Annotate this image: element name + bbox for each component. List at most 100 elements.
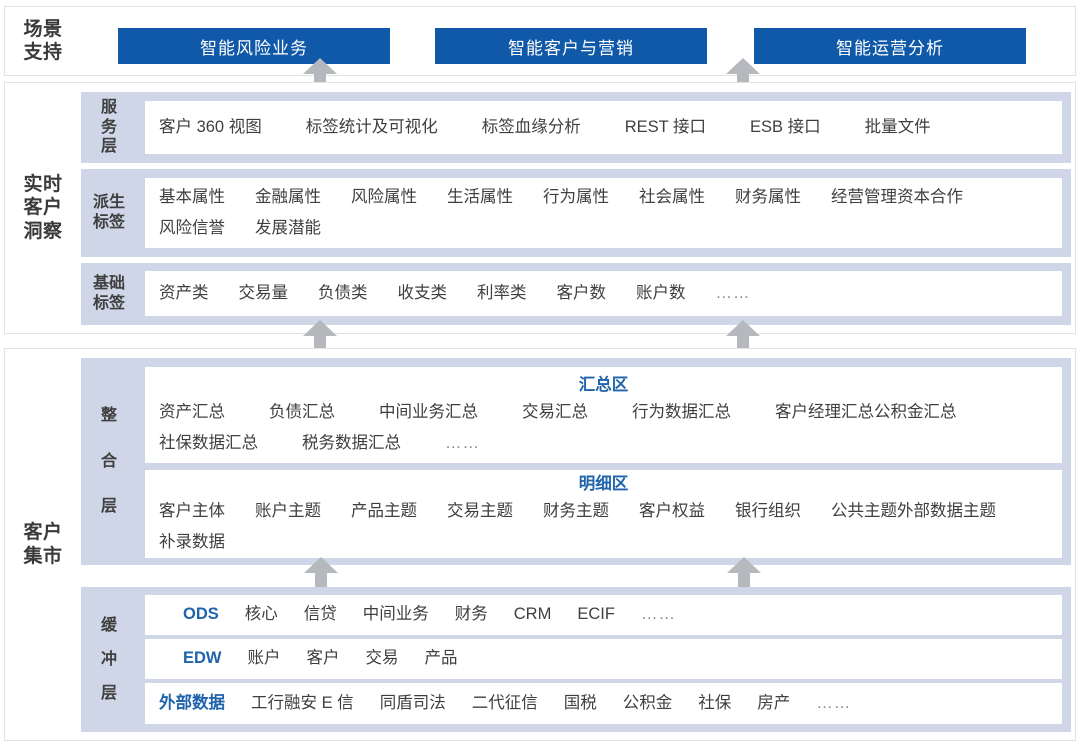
chip-ods[interactable]: ODS — [183, 605, 219, 624]
chip-transaction-subject[interactable]: 交易主题 — [447, 501, 513, 520]
arrow-up-icon — [727, 557, 761, 591]
chip-social-attribute[interactable]: 社会属性 — [639, 187, 705, 206]
integration-layer-label-char-1: 整 — [100, 407, 117, 425]
chip-asset-class[interactable]: 资产类 — [159, 283, 209, 302]
chip-life-attribute[interactable]: 生活属性 — [447, 187, 513, 206]
chip-risk-reputation[interactable]: 风险信誉 — [159, 219, 225, 237]
chip-intermediate-business[interactable]: 中间业务 — [362, 605, 429, 624]
customer-mart-section: 客户 集市 整 合 层 汇总区 资产汇总 负债汇总 中间业务汇总 交易汇总 行为… — [4, 348, 1076, 741]
group-label-scene-line-2: 支持 — [23, 42, 63, 63]
chip-edw[interactable]: EDW — [183, 649, 222, 668]
chip-transaction-summary[interactable]: 交易汇总 — [522, 402, 588, 421]
chip-crm[interactable]: CRM — [513, 605, 552, 624]
base-tag-layer-items: 资产类 交易量 负债类 收支类 利率类 客户数 账户数 …… — [145, 278, 1062, 309]
chip-tongdun-judicial[interactable]: 同盾司法 — [379, 693, 446, 712]
chip-risk-attribute[interactable]: 风险属性 — [351, 187, 417, 206]
chip-public-subject[interactable]: 公共主题 — [831, 501, 897, 520]
chip-account-count[interactable]: 账户数 — [636, 283, 686, 302]
chip-financial-attribute[interactable]: 金融属性 — [255, 187, 321, 206]
summary-zone-box: 汇总区 资产汇总 负债汇总 中间业务汇总 交易汇总 行为数据汇总 客户经理汇总 … — [145, 367, 1062, 463]
chip-supplementary-data[interactable]: 补录数据 — [159, 533, 225, 551]
service-layer-band: 服 务 层 客户 360 视图 标签统计及可视化 标签血缘分析 REST 接口 … — [81, 92, 1071, 163]
service-layer-label-char-2: 务 — [100, 118, 117, 136]
group-label-insight-line-3: 洞察 — [23, 220, 63, 242]
chip-customer[interactable]: 客户 — [306, 649, 340, 668]
buffer-row-ods-items: ODS 核心 信贷 中间业务 财务 CRM ECIF …… — [145, 599, 1062, 630]
chip-icbc-rongan-e-credit[interactable]: 工行融安 E 信 — [251, 693, 354, 712]
chip-tag-stats-visualization[interactable]: 标签统计及可视化 — [305, 117, 438, 136]
chip-rest-interface[interactable]: REST 接口 — [624, 117, 706, 136]
chip-liability-summary[interactable]: 负债汇总 — [269, 402, 335, 421]
chip-liability-class[interactable]: 负债类 — [318, 283, 368, 302]
chip-growth-potential[interactable]: 发展潜能 — [255, 219, 321, 237]
scene-button-customer-marketing[interactable]: 智能客户与营销 — [435, 28, 707, 64]
detail-zone-box: 明细区 客户主体 账户主题 产品主题 交易主题 财务主题 客户权益 银行组织 公… — [145, 470, 1062, 558]
chip-customer-entity-subject[interactable]: 客户主体 — [159, 501, 225, 520]
scene-button-operations-analytics[interactable]: 智能运营分析 — [754, 28, 1026, 64]
chip-product-subject[interactable]: 产品主题 — [351, 501, 417, 520]
chip-tax-data-summary[interactable]: 税务数据汇总 — [302, 434, 401, 452]
chip-credit[interactable]: 信贷 — [303, 605, 337, 624]
chip-core[interactable]: 核心 — [244, 605, 278, 624]
chip-batch-file[interactable]: 批量文件 — [864, 117, 931, 136]
derived-tag-layer-label-line-2: 标签 — [92, 214, 125, 231]
chip-finance-subject[interactable]: 财务主题 — [543, 501, 609, 520]
chip-customer-count[interactable]: 客户数 — [556, 283, 607, 302]
chip-finance[interactable]: 财务 — [454, 605, 488, 624]
buffer-row-external-items: 外部数据 工行融安 E 信 同盾司法 二代征信 国税 公积金 社保 房产 …… — [145, 688, 1062, 719]
group-label-insight-line-1: 实时 — [23, 174, 63, 196]
detail-zone-title: 明细区 — [578, 474, 629, 493]
chip-intermediate-business-summary[interactable]: 中间业务汇总 — [379, 402, 478, 421]
chip-real-estate[interactable]: 房产 — [757, 693, 791, 712]
chip-behavior-attribute[interactable]: 行为属性 — [543, 187, 609, 206]
buffer-layer-band: 缓 冲 层 ODS 核心 信贷 中间业务 财务 CRM ECIF …… — [81, 587, 1071, 732]
chip-account-manager-summary[interactable]: 客户经理汇总 — [775, 402, 874, 421]
chip-income-expense-class[interactable]: 收支类 — [397, 283, 448, 302]
chip-external-data[interactable]: 外部数据 — [159, 693, 225, 712]
buffer-row-ods-box: ODS 核心 信贷 中间业务 财务 CRM ECIF …… — [145, 595, 1062, 635]
chip-customer-360-view[interactable]: 客户 360 视图 — [159, 117, 262, 136]
chip-business-management[interactable]: 经营管理 — [831, 187, 897, 206]
chip-esb-interface[interactable]: ESB 接口 — [750, 117, 821, 136]
group-label-insight: 实时 客户 洞察 — [5, 83, 81, 333]
service-layer-items: 客户 360 视图 标签统计及可视化 标签血缘分析 REST 接口 ESB 接口… — [145, 112, 1062, 143]
chip-national-tax[interactable]: 国税 — [563, 693, 597, 712]
group-label-mart: 客户 集市 — [5, 349, 81, 740]
chip-ellipsis: …… — [715, 283, 751, 302]
derived-tag-layer-box: 基本属性 金融属性 风险属性 生活属性 行为属性 社会属性 财务属性 经营管理 … — [145, 178, 1062, 248]
arrow-up-icon — [304, 557, 338, 591]
chip-capital-cooperation[interactable]: 资本合作 — [897, 187, 963, 206]
chip-bank-organization[interactable]: 银行组织 — [735, 501, 801, 520]
scene-button-risk[interactable]: 智能风险业务 — [118, 28, 390, 64]
chip-housing-fund-summary[interactable]: 公积金汇总 — [874, 402, 957, 421]
chip-asset-summary[interactable]: 资产汇总 — [159, 402, 225, 421]
chip-basic-attribute[interactable]: 基本属性 — [159, 187, 225, 206]
chip-housing-fund[interactable]: 公积金 — [622, 693, 673, 712]
group-label-mart-line-1: 客户 — [23, 522, 63, 544]
chip-product[interactable]: 产品 — [424, 649, 458, 668]
detail-zone-items: 客户主体 账户主题 产品主题 交易主题 财务主题 客户权益 银行组织 公共主题 … — [145, 496, 1062, 559]
chip-account[interactable]: 账户 — [247, 649, 281, 668]
buffer-row-edw-box: EDW 账户 客户 交易 产品 — [145, 639, 1062, 679]
integration-layer-label: 整 合 层 — [81, 380, 137, 543]
chip-social-security[interactable]: 社保 — [698, 693, 732, 712]
chip-finance-attribute[interactable]: 财务属性 — [735, 187, 801, 206]
chip-external-data-subject[interactable]: 外部数据主题 — [897, 501, 996, 520]
derived-tag-layer-band: 派生 标签 基本属性 金融属性 风险属性 生活属性 行为属性 社会属性 财务属性… — [81, 169, 1071, 257]
scene-support-section: 场景 支持 智能风险业务 智能客户与营销 智能运营分析 — [4, 6, 1076, 76]
chip-customer-rights[interactable]: 客户权益 — [639, 501, 705, 520]
chip-second-gen-credit-reference[interactable]: 二代征信 — [471, 693, 538, 712]
chip-interest-rate-class[interactable]: 利率类 — [477, 283, 527, 302]
chip-ecif[interactable]: ECIF — [577, 605, 615, 624]
base-tag-layer-band: 基础 标签 资产类 交易量 负债类 收支类 利率类 客户数 账户数 …… — [81, 263, 1071, 325]
chip-social-security-data-summary[interactable]: 社保数据汇总 — [159, 434, 258, 452]
chip-trade-volume[interactable]: 交易量 — [238, 283, 289, 302]
chip-behavior-data-summary[interactable]: 行为数据汇总 — [632, 402, 731, 421]
integration-layer-band: 整 合 层 汇总区 资产汇总 负债汇总 中间业务汇总 交易汇总 行为数据汇总 客… — [81, 358, 1071, 565]
chip-transaction[interactable]: 交易 — [365, 649, 399, 668]
chip-ellipsis: …… — [445, 434, 480, 452]
chip-tag-lineage-analysis[interactable]: 标签血缘分析 — [481, 117, 581, 136]
chip-account-subject[interactable]: 账户主题 — [255, 501, 321, 520]
summary-zone-title: 汇总区 — [578, 375, 629, 394]
